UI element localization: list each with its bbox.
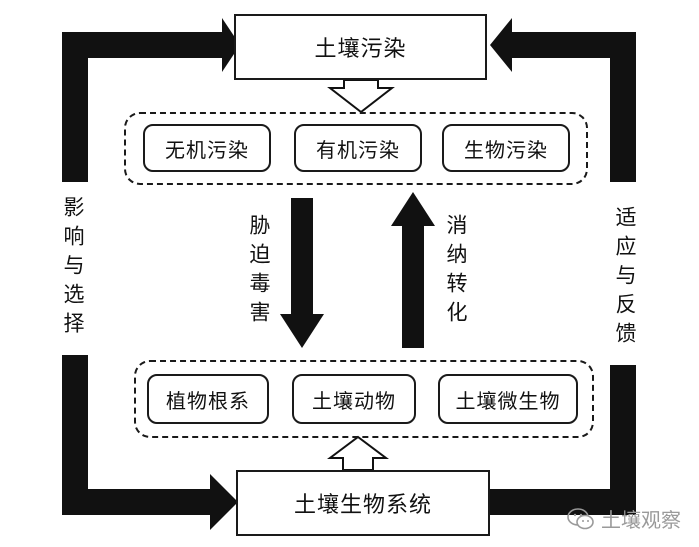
soil-fauna-box: 土壤动物 (292, 374, 416, 424)
inorganic-pollution-label: 无机污染 (165, 137, 249, 162)
down-arrow (280, 198, 324, 348)
biological-pollution-box: 生物污染 (442, 124, 570, 172)
right-loop-arrow (488, 18, 636, 515)
soil-microbes-label: 土壤微生物 (455, 388, 561, 413)
soil-biological-system-box: 土壤生物系统 (236, 470, 490, 536)
watermark: 土壤观察 (567, 504, 681, 533)
soil-microbes-box: 土壤微生物 (438, 374, 578, 424)
adaptation-feedback-label: 适应与反馈 (613, 206, 637, 351)
soil-pollution-box: 土壤污染 (234, 14, 487, 80)
biological-pollution-label: 生物污染 (464, 137, 548, 162)
soil-biota-group (134, 360, 594, 438)
left-loop-arrow (62, 18, 240, 530)
wechat-icon (567, 507, 594, 529)
inorganic-pollution-box: 无机污染 (143, 124, 271, 172)
influence-selection-label: 影响与选择 (61, 196, 85, 341)
watermark-text: 土壤观察 (601, 508, 681, 532)
soil-biological-system-label: 土壤生物系统 (293, 493, 432, 518)
organic-pollution-label: 有机污染 (316, 137, 400, 162)
pollution-types-group (124, 112, 588, 185)
soil-fauna-label: 土壤动物 (312, 388, 396, 413)
hollow-arrow-up (327, 435, 389, 471)
soil-pollution-label: 土壤污染 (314, 37, 407, 62)
absorption-transformation-label: 消纳转化 (444, 214, 468, 330)
up-arrow (391, 192, 435, 348)
stress-toxicity-label: 胁迫毒害 (247, 214, 271, 330)
organic-pollution-box: 有机污染 (294, 124, 422, 172)
hollow-arrow-down (327, 79, 395, 114)
plant-roots-label: 植物根系 (166, 388, 250, 413)
plant-roots-box: 植物根系 (147, 374, 269, 424)
